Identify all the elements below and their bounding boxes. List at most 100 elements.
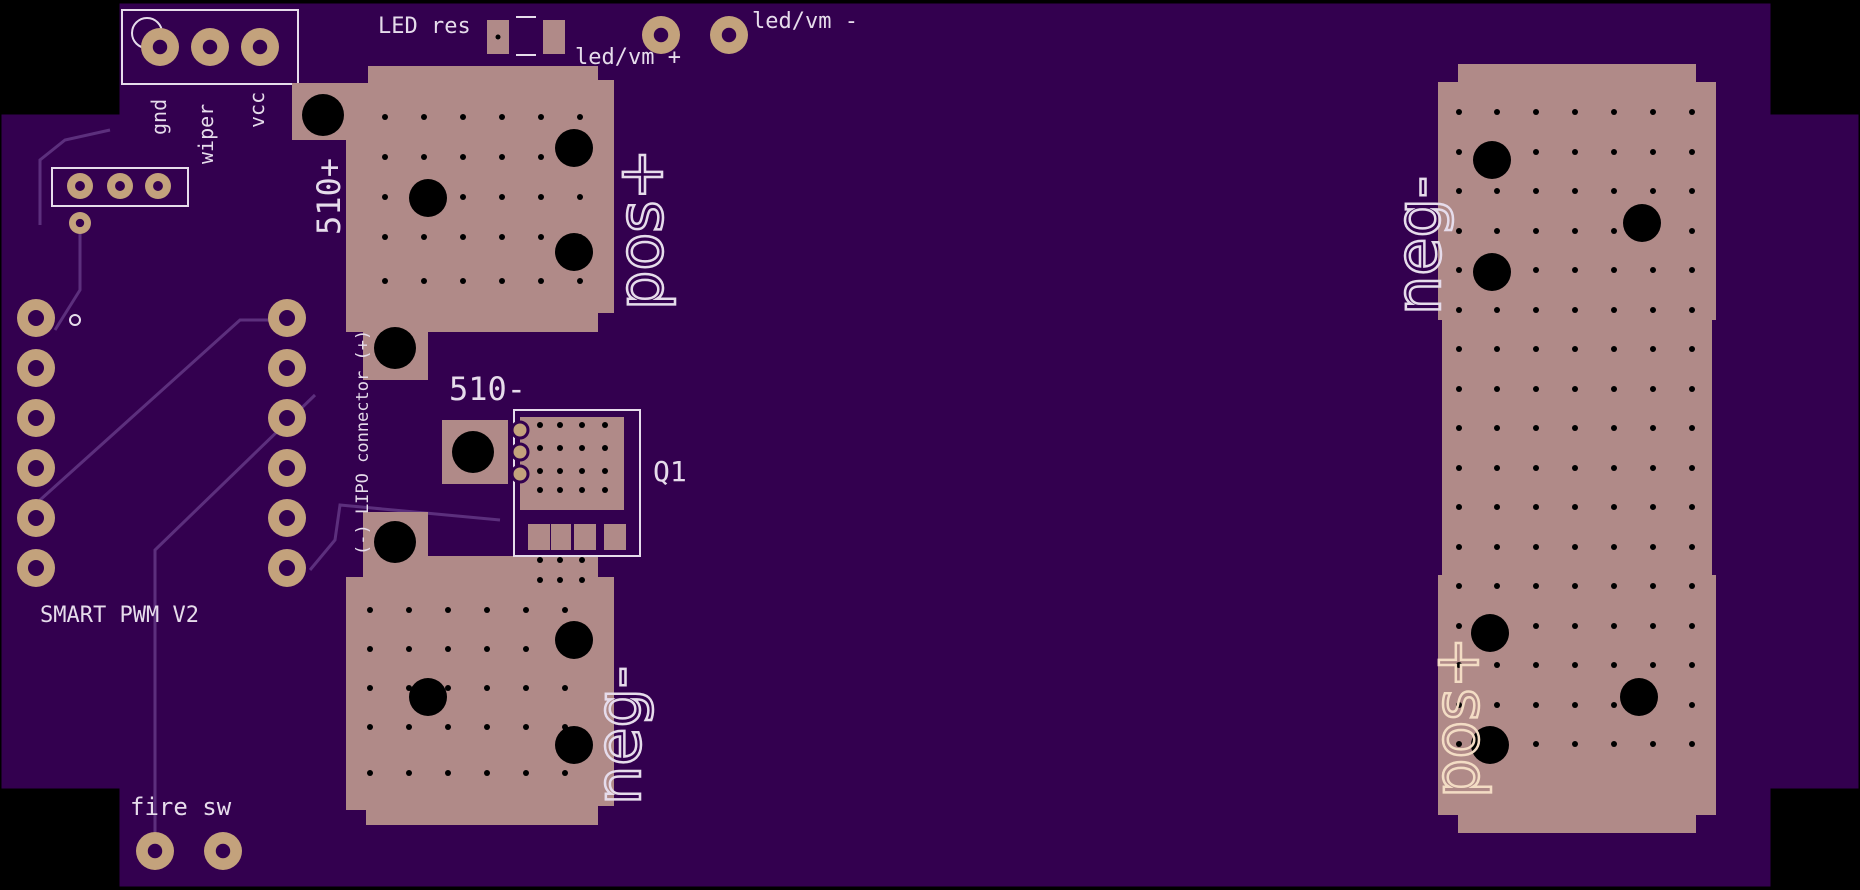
via — [1572, 149, 1578, 155]
via — [421, 234, 427, 240]
mount-hole — [1471, 614, 1509, 652]
mount-hole — [452, 431, 494, 473]
via — [1611, 267, 1617, 273]
q1-pad[interactable] — [528, 524, 550, 550]
via — [1456, 662, 1462, 668]
via — [421, 154, 427, 160]
via — [382, 278, 388, 284]
trace — [38, 128, 111, 225]
mount-hole — [1620, 678, 1658, 716]
via — [460, 114, 466, 120]
via — [1689, 702, 1695, 708]
via — [1572, 307, 1578, 313]
label-led-vm-plus: led/vm + — [575, 45, 681, 70]
via — [1494, 228, 1500, 234]
mount-hole — [1473, 141, 1511, 179]
via — [562, 770, 568, 776]
via — [1456, 425, 1462, 431]
pad-hole — [279, 510, 295, 526]
pad-hole — [202, 39, 218, 55]
mount-hole — [374, 327, 416, 369]
pad-hole — [279, 560, 295, 576]
q1-footprint — [510, 409, 641, 557]
via — [367, 646, 373, 652]
trace — [53, 215, 82, 331]
via — [602, 422, 608, 428]
via-grid-upper — [382, 114, 583, 284]
pad[interactable] — [510, 420, 530, 440]
label-fire-sw: fire sw — [130, 793, 232, 821]
mount-hole — [555, 129, 593, 167]
via — [1572, 662, 1578, 668]
via — [1650, 741, 1656, 747]
via-grid-q1 — [537, 422, 608, 583]
via — [1650, 267, 1656, 273]
pad[interactable] — [510, 464, 530, 484]
via — [1689, 307, 1695, 313]
via — [1456, 346, 1462, 352]
via — [1456, 149, 1462, 155]
via — [1572, 465, 1578, 471]
via — [1572, 109, 1578, 115]
via — [421, 278, 427, 284]
via — [1533, 386, 1539, 392]
label-led-res: LED res — [378, 14, 471, 39]
via — [1533, 623, 1539, 629]
via — [1611, 465, 1617, 471]
pad[interactable] — [510, 442, 530, 462]
via — [1650, 346, 1656, 352]
via — [1494, 583, 1500, 589]
q1-pad[interactable] — [604, 524, 626, 550]
via — [1689, 465, 1695, 471]
via — [1611, 149, 1617, 155]
pad-hole — [215, 843, 231, 859]
via — [1689, 623, 1695, 629]
via — [1533, 228, 1539, 234]
label-510-neg: 510- — [449, 370, 526, 408]
via — [499, 194, 505, 200]
via — [1572, 544, 1578, 550]
pot-header-outline — [121, 9, 299, 85]
via — [1689, 662, 1695, 668]
via — [537, 557, 543, 563]
via — [1611, 702, 1617, 708]
via — [367, 724, 373, 730]
mount-hole — [555, 621, 593, 659]
via — [537, 468, 543, 474]
q1-pad[interactable] — [574, 524, 596, 550]
via — [1456, 702, 1462, 708]
q1-pad[interactable] — [551, 524, 571, 550]
via — [1572, 702, 1578, 708]
via — [523, 724, 529, 730]
via — [1650, 425, 1656, 431]
via — [1533, 267, 1539, 273]
via — [1494, 425, 1500, 431]
via — [1650, 307, 1656, 313]
via — [499, 114, 505, 120]
via — [1456, 504, 1462, 510]
via — [1456, 623, 1462, 629]
via — [1533, 465, 1539, 471]
via — [382, 194, 388, 200]
via — [1572, 188, 1578, 194]
via — [460, 154, 466, 160]
via — [460, 278, 466, 284]
via — [1572, 623, 1578, 629]
via — [406, 770, 412, 776]
pad-hole — [75, 181, 85, 191]
pad-hole — [75, 218, 85, 228]
led-res-pad[interactable] — [543, 20, 565, 54]
via — [1611, 307, 1617, 313]
dip-pads-right — [268, 299, 306, 587]
mount-hole — [1623, 204, 1661, 242]
via — [557, 445, 563, 451]
via — [1611, 425, 1617, 431]
pin1-dot — [69, 314, 81, 326]
pad-hole — [279, 460, 295, 476]
via — [1611, 741, 1617, 747]
trace — [153, 393, 317, 855]
via — [1611, 544, 1617, 550]
via — [406, 724, 412, 730]
mount-hole — [374, 521, 416, 563]
